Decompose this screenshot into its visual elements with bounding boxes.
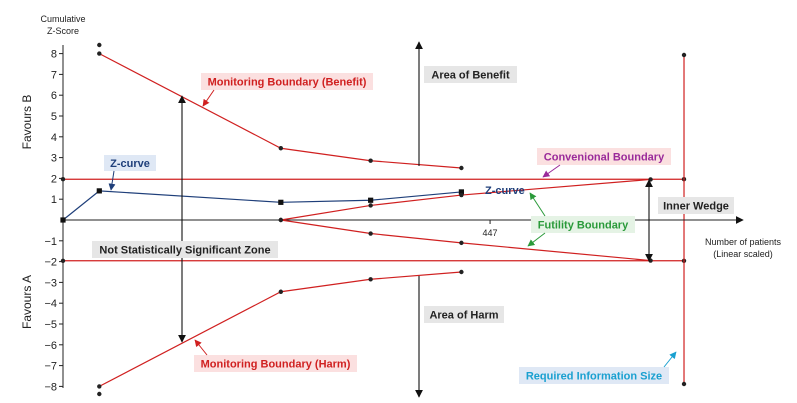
z-curve-point <box>60 217 66 223</box>
y-axis-title-line1: Cumulative <box>40 14 85 24</box>
series-futility_upper <box>280 178 651 221</box>
monitoring-benefit-label-box <box>201 73 373 90</box>
y-tick-label: 2 <box>51 173 57 185</box>
y-tick-label: 8 <box>51 49 57 61</box>
monitoring-harm-label-box <box>194 355 357 372</box>
futility-boundary-label-box <box>531 216 635 233</box>
series-z_curve <box>62 190 462 221</box>
harm-point <box>278 289 284 294</box>
y-tick-label: −8 <box>44 381 57 393</box>
monitoring-benefit-label: Monitoring Boundary (Benefit) <box>201 73 373 90</box>
y-tick-label: 1 <box>51 194 57 206</box>
conventional-boundary-label-box <box>537 148 671 165</box>
inner-wedge-label: Inner Wedge <box>658 197 734 214</box>
x-tick-label: 447 <box>483 228 498 238</box>
y-tick-label: 3 <box>51 153 57 165</box>
reference-lines <box>60 52 687 387</box>
futility_lower-point <box>368 231 373 236</box>
y-tick-label: −2 <box>44 257 57 269</box>
futility-boundary-label-text: Futility Boundary <box>538 220 629 232</box>
benefit-point <box>97 51 102 56</box>
label-layer: Monitoring Boundary (Benefit) Monitoring … <box>92 41 734 398</box>
y-tick-label: 6 <box>51 90 57 102</box>
z-curve-point <box>96 188 102 194</box>
y-tick-label: 5 <box>51 111 57 123</box>
y-tick-label: −5 <box>44 319 57 331</box>
area-of-benefit-label-text: Area of Benefit <box>431 70 510 82</box>
required-information-size-label-box <box>519 367 669 384</box>
z-curve-left-pointer <box>108 170 116 191</box>
axes: 8 7 6 5 4 3 2 1 −1 −2 −3 −4 −5 −6 −7 −8 447 CumulativeZ-S… <box>20 14 782 393</box>
futility-pointer-upper <box>529 192 546 217</box>
futility_upper-point <box>368 203 373 208</box>
z-curve-right-label: Z-curve <box>485 185 525 197</box>
z-curve-left-label-text: Z-curve <box>110 158 150 170</box>
area-of-benefit-label-box <box>424 66 517 83</box>
conventional-boundary-label-text: Convenional Boundary <box>544 152 665 164</box>
x-axis-title-line2: (Linear scaled) <box>713 249 773 259</box>
benefit-point <box>459 165 464 171</box>
ris-pointer <box>663 351 677 368</box>
inner-wedge-label-text: Inner Wedge <box>663 201 729 213</box>
area-of-harm-label: Area of Harm <box>424 306 504 323</box>
not-significant-zone-label-text: Not Statistically Significant Zone <box>99 245 270 257</box>
monitoring-harm-label: Monitoring Boundary (Harm) <box>194 355 357 372</box>
series-layer <box>60 42 653 397</box>
required-information-size-label: Required Information Size <box>519 367 669 384</box>
harm-bottom-point <box>97 391 102 397</box>
futility_lower-point <box>278 217 284 223</box>
area-of-benefit-label: Area of Benefit <box>424 66 517 83</box>
y-tick-label: −1 <box>44 236 57 248</box>
harm-point <box>368 277 373 282</box>
futility-boundary-label: Futility Boundary <box>531 216 635 233</box>
futility_lower-point <box>459 240 464 246</box>
monitoring-harm-pointer <box>194 339 208 356</box>
not-significant-zone-label-box <box>92 241 278 258</box>
z-curve-point <box>458 189 465 195</box>
required-information-size-label-text: Required Information Size <box>526 371 662 383</box>
benefit-point <box>278 146 284 151</box>
favours-a-label: Favours A <box>20 275 34 329</box>
z-curve-left-label-box <box>104 155 156 171</box>
y-tick-label: −7 <box>44 361 57 373</box>
ris-bottom-point <box>681 381 687 387</box>
x-axis-title-line1: Number of patients <box>705 237 782 247</box>
monitoring-harm-label-text: Monitoring Boundary (Harm) <box>201 359 351 371</box>
harm-point <box>459 269 464 275</box>
y-tick-label: 7 <box>51 69 57 81</box>
y-tick-label: −6 <box>44 340 57 352</box>
harm-point <box>97 384 102 389</box>
conventional-boundary-pointer <box>542 164 561 178</box>
series-futility_lower <box>280 219 651 262</box>
monitoring-benefit-label-text: Monitoring Boundary (Benefit) <box>208 77 367 89</box>
ris-top-point <box>681 52 687 58</box>
y-axis-title-line2: Z-Score <box>47 26 79 36</box>
z-curve-point <box>278 199 284 205</box>
benefit-point <box>368 158 373 163</box>
futility_upper-point <box>459 192 464 198</box>
benefit-top-point <box>97 42 102 48</box>
area-of-harm-label-box <box>424 306 504 323</box>
conventional-boundary-label: Convenional Boundary <box>537 148 671 165</box>
not-significant-zone-label: Not Statistically Significant Zone <box>92 241 278 258</box>
z-curve-point <box>368 197 374 203</box>
area-of-harm-label-text: Area of Harm <box>429 310 498 322</box>
y-tick-label: −4 <box>44 298 57 310</box>
series-benefit <box>99 53 462 169</box>
series-harm <box>99 271 462 387</box>
y-tick-label: −3 <box>44 277 57 289</box>
favours-b-label: Favours B <box>20 95 34 150</box>
futility-pointer-lower <box>527 232 546 247</box>
y-tick-label: 4 <box>51 132 57 144</box>
z-curve-left-label: Z-curve <box>104 155 156 171</box>
monitoring-benefit-pointer <box>202 89 215 107</box>
inner-wedge-label-box <box>658 197 734 214</box>
